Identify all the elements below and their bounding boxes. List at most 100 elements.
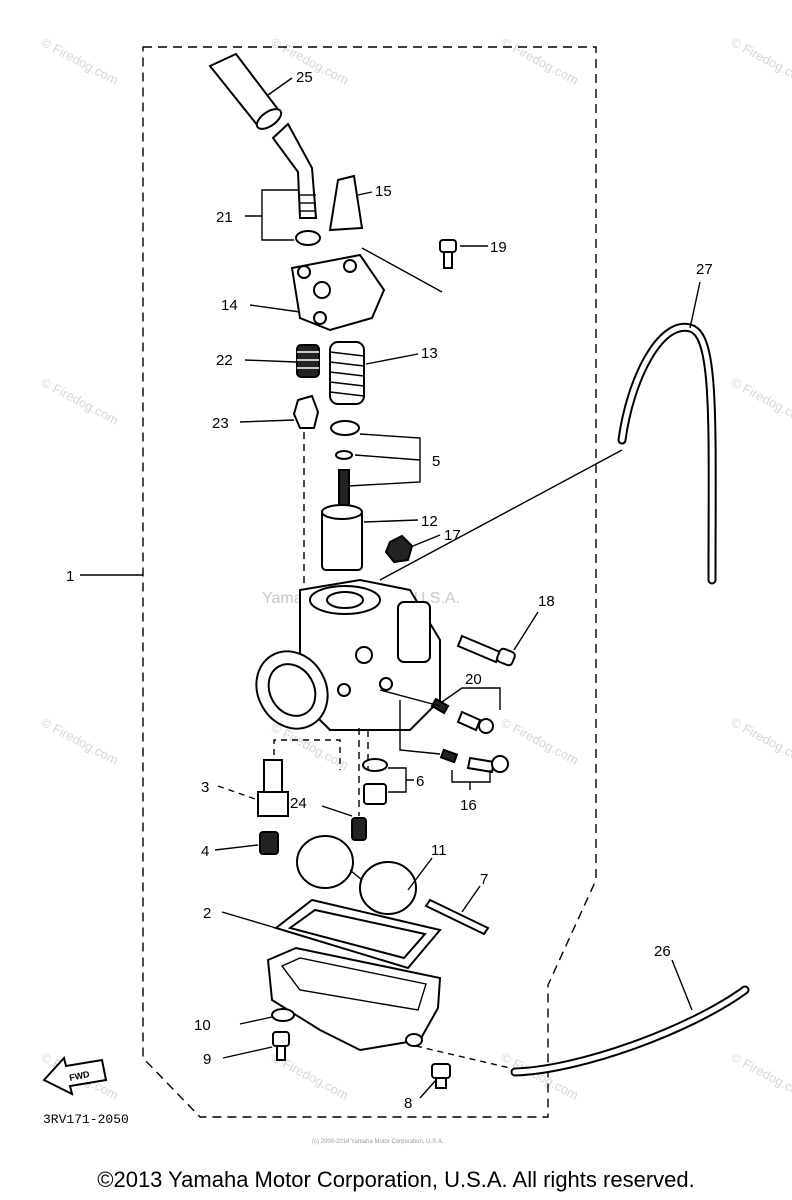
callout-1: 1	[66, 568, 74, 585]
watermark-site: © Firedog.com	[39, 34, 121, 87]
leader-line	[357, 191, 373, 196]
callout-16: 16	[460, 797, 477, 814]
leader-line	[239, 419, 295, 423]
callout-24: 24	[290, 795, 307, 812]
leader-line	[461, 885, 481, 913]
callout-12: 12	[421, 513, 438, 530]
callout-23: 23	[212, 415, 229, 432]
part-11-float	[296, 835, 417, 915]
part-23-needle-holder	[292, 394, 320, 429]
callout-10: 10	[194, 1017, 211, 1034]
callout-26: 26	[654, 943, 671, 960]
callout-14: 14	[221, 297, 238, 314]
leader-line	[249, 304, 301, 313]
callout-15: 15	[375, 183, 392, 200]
part-26-drain-hose	[510, 985, 750, 1077]
diagram-code: 3RV171-2050	[43, 1112, 129, 1127]
guide-line	[379, 449, 623, 581]
callout-3: 3	[201, 779, 209, 796]
leader-line	[671, 959, 693, 1011]
callout-2: 2	[203, 905, 211, 922]
float-chamber	[266, 946, 442, 1052]
callout-18: 18	[538, 593, 555, 610]
leader-line	[399, 700, 491, 790]
leader-line	[221, 911, 277, 929]
leader-line	[321, 805, 353, 817]
callout-13: 13	[421, 345, 438, 362]
leader-line	[347, 433, 421, 487]
leader-line	[388, 767, 414, 793]
assembly-boundary	[142, 46, 597, 1118]
leader-line	[244, 359, 297, 363]
part-8-drain-screw	[431, 1063, 451, 1089]
part-5-clip-needle	[330, 420, 360, 511]
callout-19: 19	[490, 239, 507, 256]
part-3-main-nozzle	[257, 759, 289, 817]
part-4-main-jet	[259, 831, 279, 855]
part-27-vent-hose	[617, 322, 717, 585]
watermark-site: © Firedog.com	[729, 34, 792, 87]
callout-17: 17	[444, 527, 461, 544]
leader-line	[239, 1016, 273, 1025]
part-18-screw	[456, 634, 516, 667]
callout-7: 7	[480, 871, 488, 888]
leader-line	[217, 739, 341, 801]
part-25-hose	[208, 52, 283, 130]
leader-line	[379, 687, 501, 710]
watermark-site: © Firedog.com	[39, 374, 121, 427]
copyright-footer: ©2013 Yamaha Motor Corporation, U.S.A. A…	[97, 1167, 695, 1192]
leader-line	[689, 281, 701, 329]
part-16-throttle-stop-screw	[439, 748, 509, 774]
leader-line	[407, 857, 433, 891]
part-15-cap	[328, 174, 364, 232]
part-10-washer	[271, 1008, 295, 1022]
part-12-throttle-valve	[321, 504, 363, 571]
leader-line	[365, 353, 419, 365]
callout-25: 25	[296, 69, 313, 86]
watermark-site: © Firedog.com	[729, 714, 792, 767]
part-7-float-pin	[424, 898, 490, 936]
callout-8: 8	[404, 1095, 412, 1112]
part-19-screw	[439, 239, 457, 269]
callout-9: 9	[203, 1051, 211, 1068]
part-20-pilot-screw	[430, 697, 494, 734]
watermark-tiny: (c) 2000-2016 Yamaha Motor Corporation, …	[312, 1139, 444, 1145]
part-6-plug	[362, 758, 388, 805]
forward-arrow-icon: FWD	[42, 1055, 108, 1096]
leader-line	[267, 77, 293, 96]
part-9-screw	[272, 1031, 290, 1061]
callout-6: 6	[416, 773, 424, 790]
part-14-top-cover	[290, 253, 386, 332]
callout-20: 20	[465, 671, 482, 688]
watermark-site: © Firedog.com	[729, 374, 792, 427]
leader-line	[245, 189, 298, 241]
part-13-throttle-spring	[329, 341, 365, 405]
part-24-pilot-jet	[351, 817, 367, 841]
callout-5: 5	[432, 453, 440, 470]
callout-11: 11	[431, 842, 447, 859]
leader-line	[513, 611, 539, 651]
watermark-site: © Firedog.com	[39, 714, 121, 767]
part-2-gasket	[273, 898, 442, 970]
callout-27: 27	[696, 261, 713, 278]
leader-line	[222, 1046, 273, 1059]
leader-line	[214, 844, 259, 851]
forward-label: FWD	[68, 1069, 91, 1083]
leader-line	[412, 534, 441, 547]
callout-4: 4	[201, 843, 209, 860]
watermark-site: © Firedog.com	[729, 1049, 792, 1102]
watermark-site: © Firedog.com	[499, 34, 581, 87]
callout-21: 21	[216, 209, 233, 226]
part-22-spring	[296, 344, 320, 378]
callout-22: 22	[216, 352, 233, 369]
guide-line	[415, 1045, 511, 1069]
watermark-site: © Firedog.com	[499, 1049, 581, 1102]
carburetor-body	[255, 578, 441, 731]
part-17-cap-nut	[384, 534, 414, 564]
watermark-site: © Firedog.com	[499, 714, 581, 767]
leader-line	[361, 245, 488, 293]
leader-line	[363, 519, 419, 523]
leader-line	[419, 1079, 437, 1099]
part-21-elbow-pipe	[271, 122, 321, 246]
